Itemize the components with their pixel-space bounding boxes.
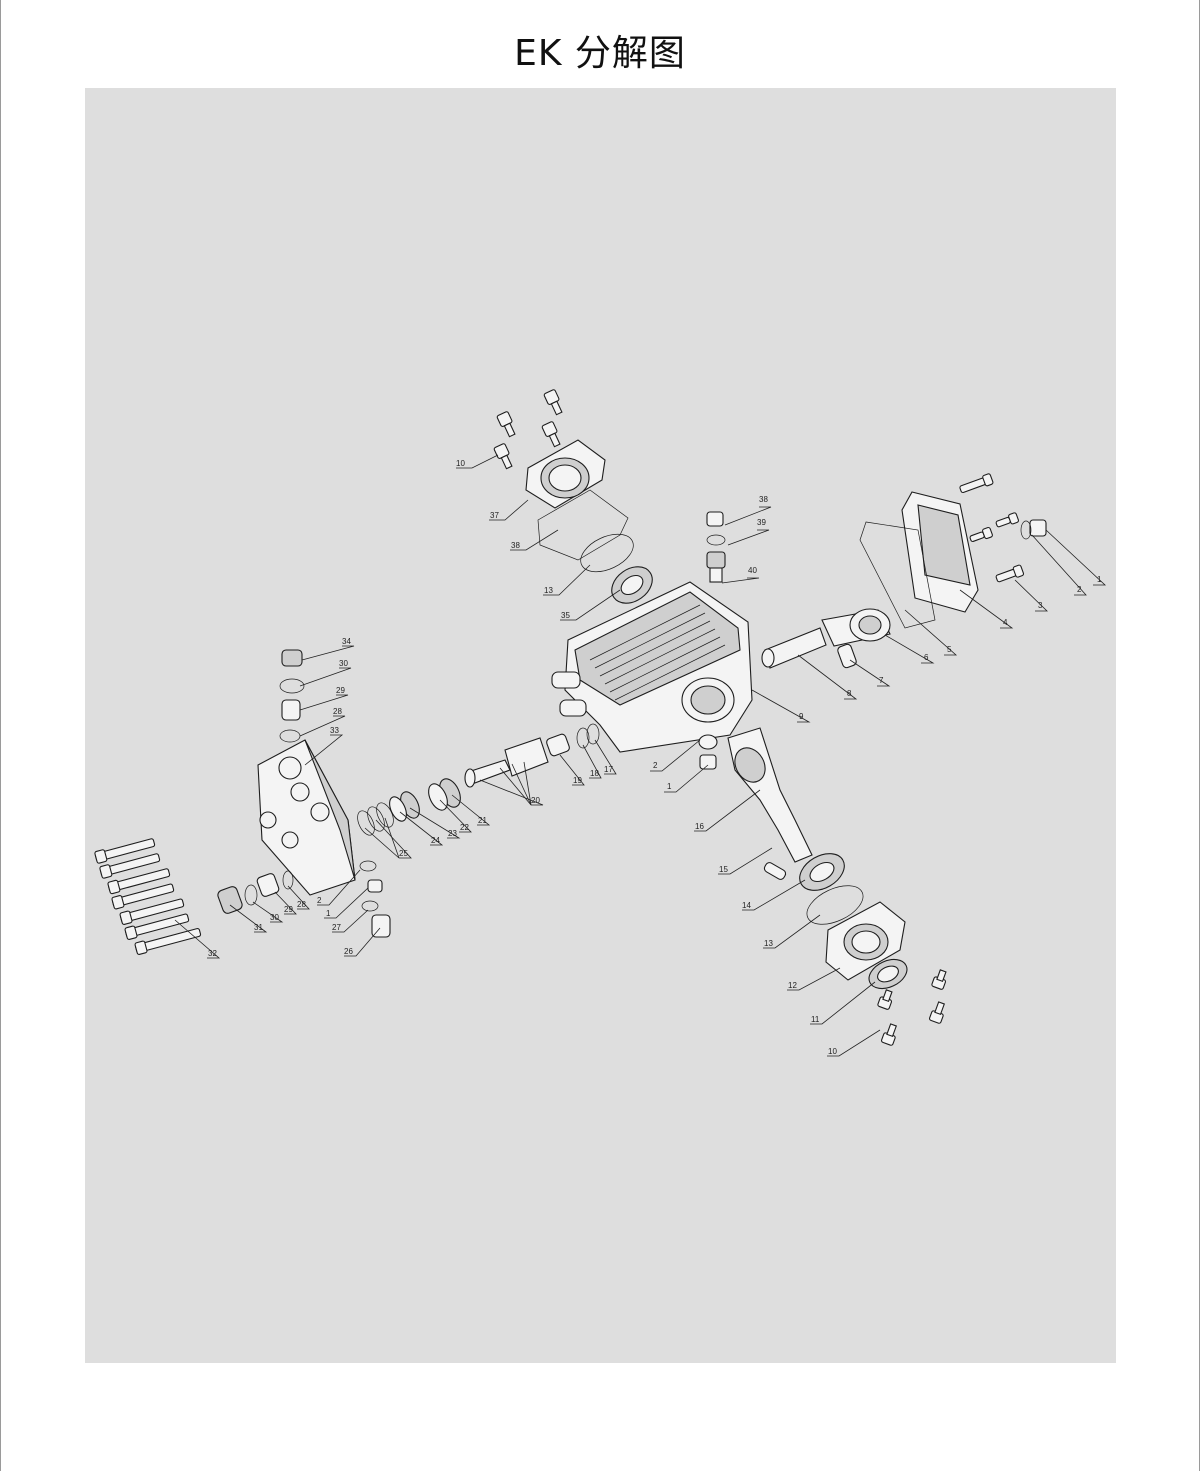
callout-39: 39 (757, 518, 766, 527)
connecting-rod (821, 608, 891, 647)
callout-23: 23 (448, 829, 457, 838)
lower-o-ring (806, 885, 864, 925)
callout-20: 20 (531, 796, 540, 805)
crankshaft-bearing (799, 853, 845, 891)
callout-11: 11 (811, 1015, 820, 1024)
callout-2: 2 (1077, 585, 1082, 594)
manifold-block (257, 739, 356, 896)
callout-35: 35 (561, 611, 570, 620)
callout-15: 15 (719, 865, 728, 874)
callout-34: 34 (342, 637, 351, 646)
callout-2: 2 (317, 896, 322, 905)
rear-gasket (859, 521, 936, 629)
plunger-guide (761, 627, 827, 669)
top-valve-stack (279, 649, 305, 743)
callout-7: 7 (879, 676, 884, 685)
callout-31: 31 (254, 923, 263, 932)
callout-29: 29 (284, 905, 293, 914)
top-bearing (611, 566, 653, 604)
top-o-ring (580, 533, 634, 573)
exploded-drawing: 10 37 38 13 35 38 39 40 1 2 3 4 5 6 7 8 … (94, 389, 1107, 1057)
callout-38: 38 (759, 495, 768, 504)
callout-12: 12 (788, 981, 797, 990)
callout-29: 29 (336, 686, 345, 695)
side-valve-stack (217, 870, 294, 914)
callout-16: 16 (695, 822, 704, 831)
callout-28: 28 (297, 900, 306, 909)
callout-1: 1 (1097, 575, 1102, 584)
oil-drain-plug (1020, 519, 1047, 540)
plunger-assembly (464, 723, 600, 788)
oil-seal (868, 958, 908, 990)
page-title: EK 分解图 (514, 33, 686, 74)
top-gasket (537, 489, 629, 561)
top-bolts (493, 389, 563, 470)
callout-24: 24 (431, 836, 440, 845)
callout-22: 22 (460, 823, 469, 832)
callout-13: 13 (544, 586, 553, 595)
callout-19: 19 (573, 776, 582, 785)
page-border-left (0, 0, 1, 1471)
callout-27: 27 (332, 923, 341, 932)
callout-32: 32 (208, 949, 217, 958)
callout-5: 5 (947, 645, 952, 654)
callout-labels: 10 37 38 13 35 38 39 40 1 2 3 4 5 6 7 8 … (208, 459, 1102, 1056)
callout-1: 1 (667, 782, 672, 791)
callout-6: 6 (924, 653, 929, 662)
callout-14: 14 (742, 901, 751, 910)
callout-26: 26 (344, 947, 353, 956)
callout-9: 9 (799, 712, 804, 721)
plunger-seals (357, 778, 461, 836)
top-bearing-cover (525, 439, 606, 509)
rear-cover (901, 491, 979, 613)
crankcase-housing (551, 581, 753, 753)
oil-plug-assembly (706, 511, 726, 583)
callout-13: 13 (764, 939, 773, 948)
exploded-view-panel: 10 37 38 13 35 38 39 40 1 2 3 4 5 6 7 8 … (85, 88, 1116, 1363)
callout-8: 8 (847, 689, 852, 698)
callout-10: 10 (828, 1047, 837, 1056)
callout-40: 40 (748, 566, 757, 575)
manifold-bolts (94, 838, 202, 955)
callout-30: 30 (339, 659, 348, 668)
lower-bolts (877, 969, 947, 1046)
callout-17: 17 (604, 765, 613, 774)
wrist-pin (837, 643, 857, 669)
callout-33: 33 (330, 726, 339, 735)
callout-28: 28 (333, 707, 342, 716)
callout-25: 25 (399, 849, 408, 858)
leader-lines (174, 454, 1107, 1057)
callout-37: 37 (490, 511, 499, 520)
callout-1: 1 (326, 909, 331, 918)
callout-21: 21 (478, 816, 487, 825)
crankshaft (698, 727, 813, 880)
right-bolts (959, 473, 1025, 583)
callout-10: 10 (456, 459, 465, 468)
callout-38: 38 (511, 541, 520, 550)
callout-4: 4 (1003, 618, 1008, 627)
callout-2: 2 (653, 761, 658, 770)
lower-bearing-cover (825, 901, 906, 981)
callout-18: 18 (590, 769, 599, 778)
manifold-plugs (359, 860, 391, 938)
callout-30: 30 (270, 913, 279, 922)
callout-3: 3 (1038, 601, 1043, 610)
